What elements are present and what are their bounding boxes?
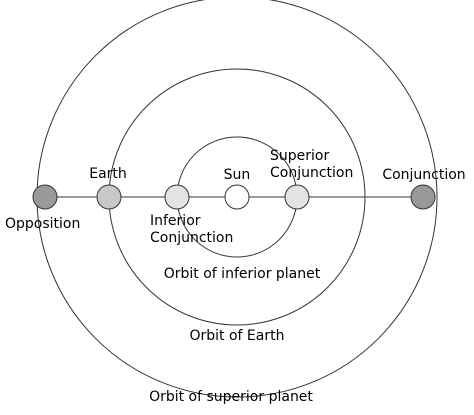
label-conjunction: Conjunction: [382, 167, 465, 183]
label-superior-conjunction-1: Superior: [270, 148, 329, 164]
label-opposition: Opposition: [5, 216, 80, 232]
earth-planet: [96, 184, 122, 210]
label-superior-conjunction-2: Conjunction: [270, 165, 353, 181]
label-earth: Earth: [89, 166, 127, 182]
label-orbit-earth: Orbit of Earth: [190, 328, 285, 344]
sun: [224, 184, 250, 210]
label-sun: Sun: [224, 167, 251, 183]
label-inferior-conjunction-1: Inferior: [150, 213, 201, 229]
opposition-planet: [32, 184, 58, 210]
label-orbit-superior: Orbit of superior planet: [149, 389, 313, 405]
label-orbit-inferior: Orbit of inferior planet: [164, 266, 321, 282]
label-inferior-conjunction-2: Conjunction: [150, 230, 233, 246]
conjunction-planet: [410, 184, 436, 210]
inferior-conjunction-planet: [164, 184, 190, 210]
superior-conjunction-planet: [284, 184, 310, 210]
